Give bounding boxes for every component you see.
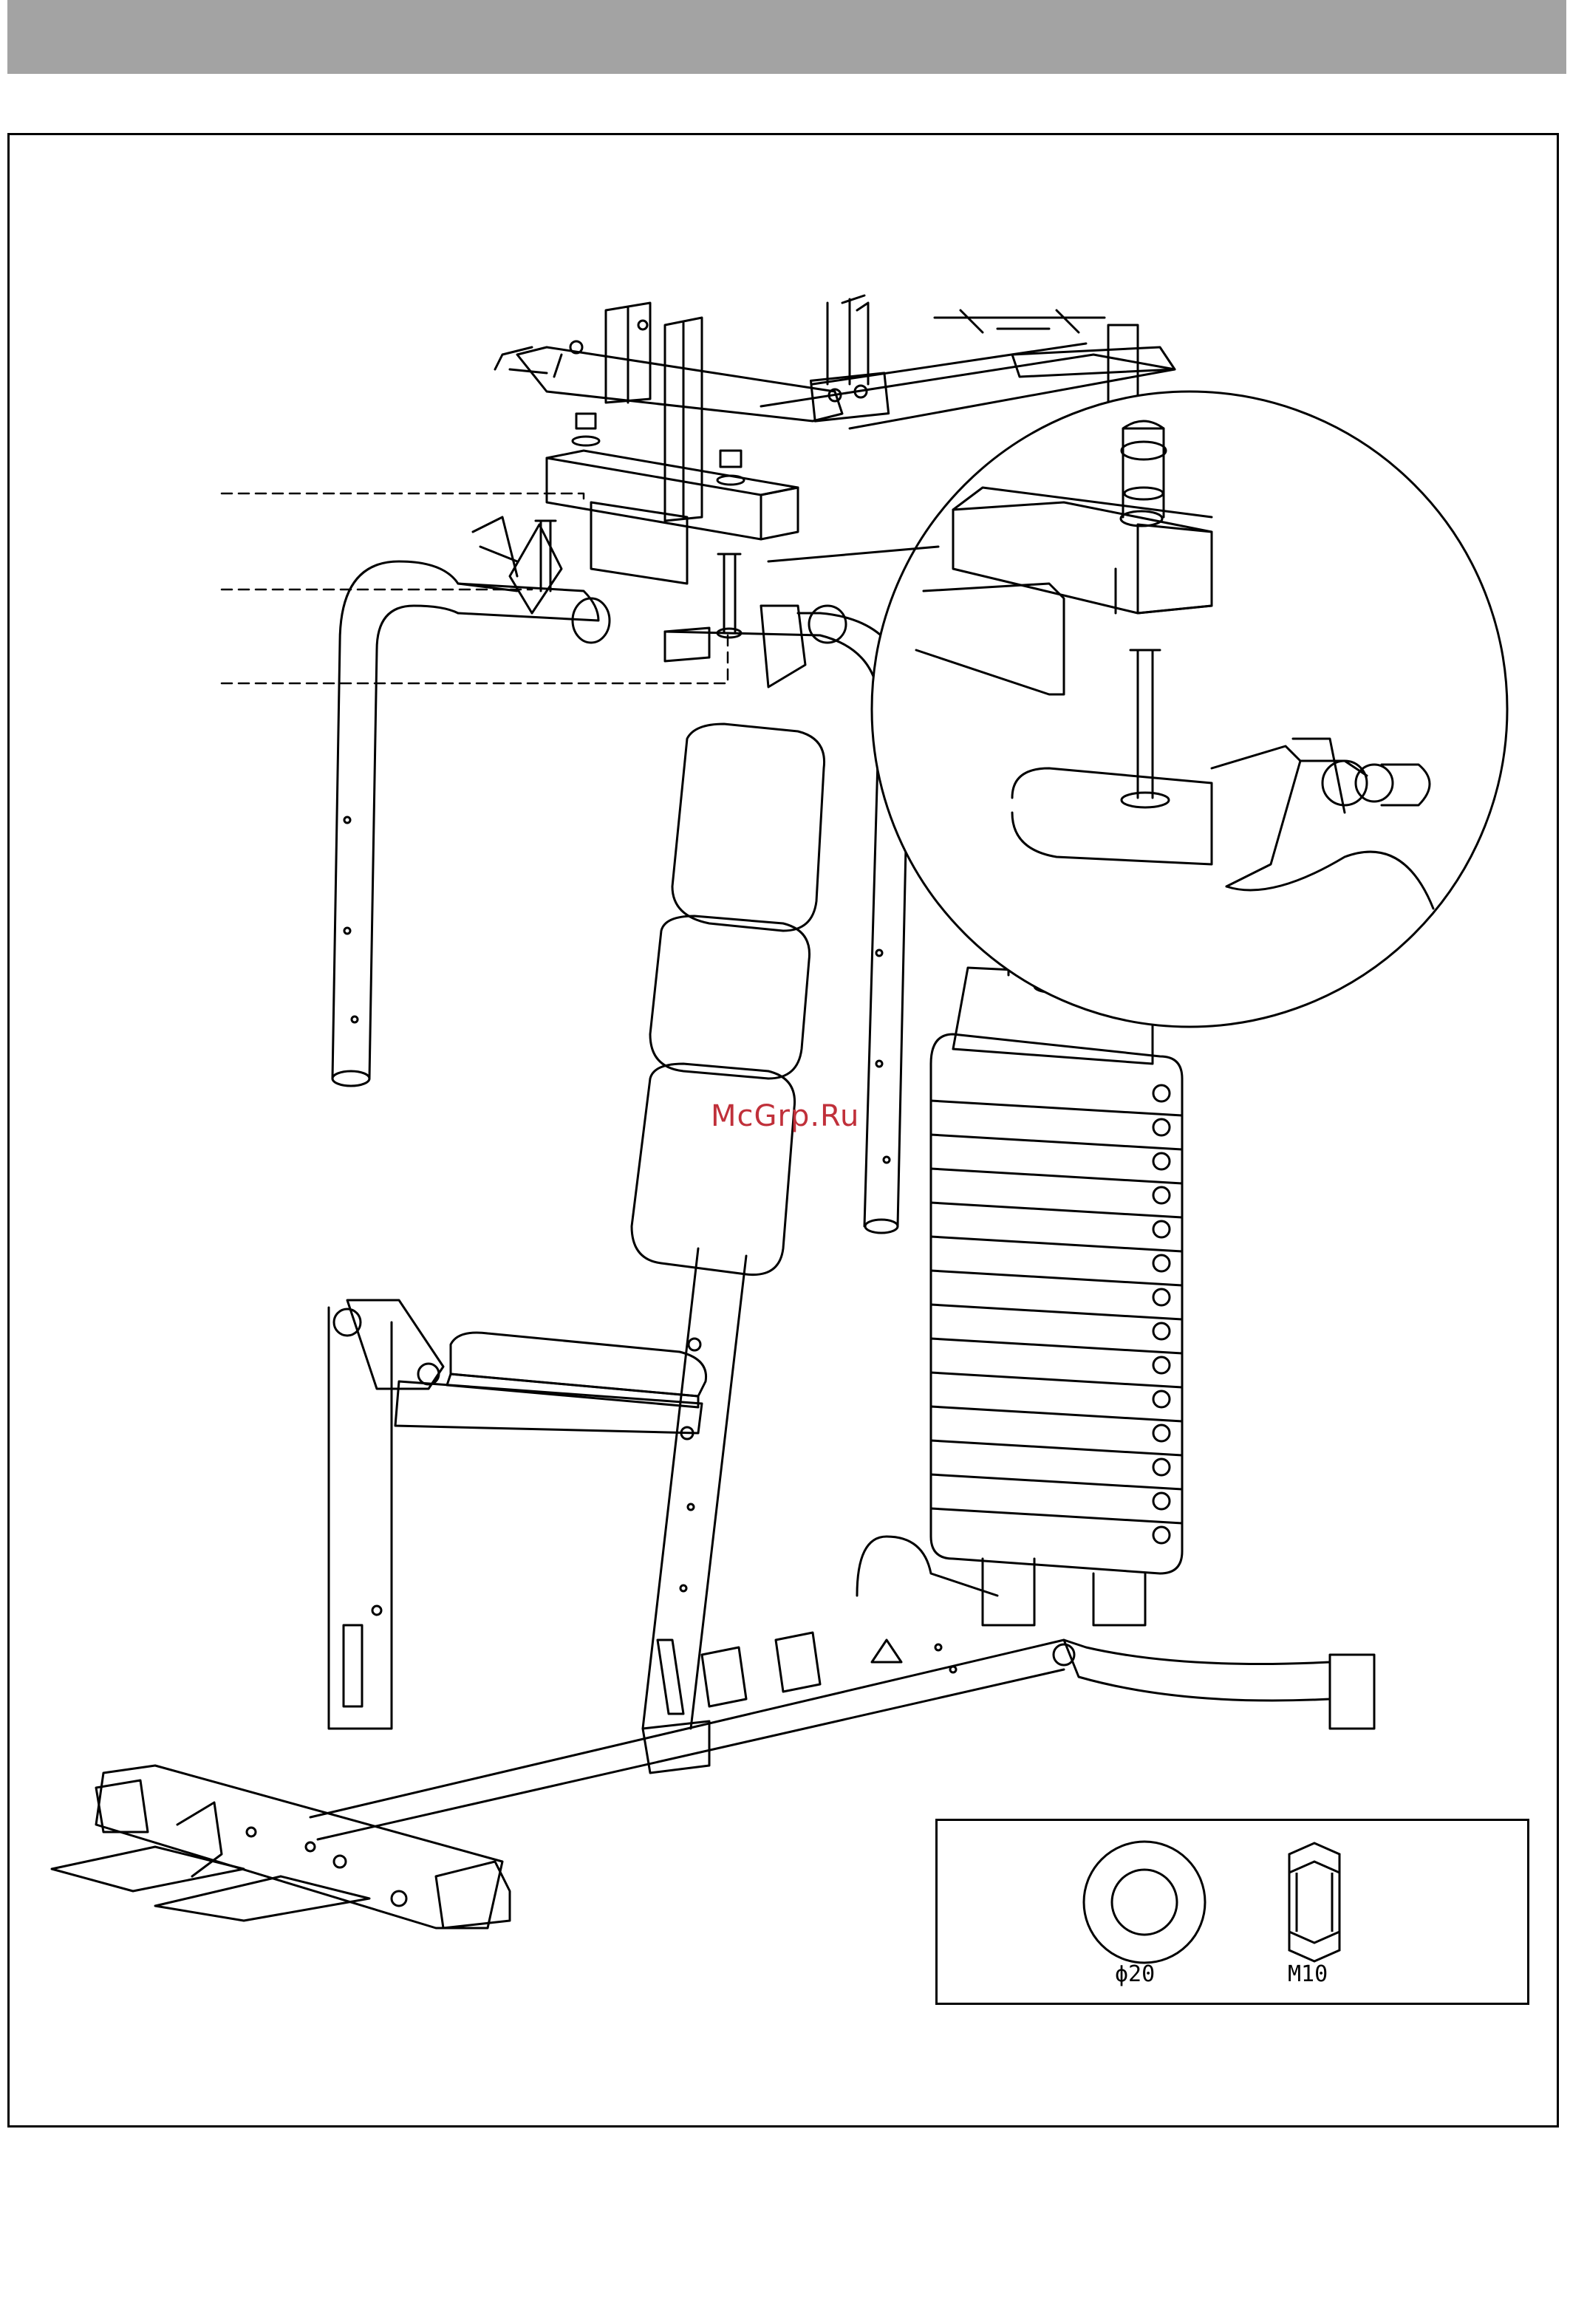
back-pads — [632, 724, 825, 1275]
bolts — [536, 521, 741, 638]
washer-icon — [1084, 1842, 1205, 1963]
nylon-nut-icon — [1289, 1843, 1339, 1961]
seat-post — [643, 1248, 746, 1729]
foot-bar — [52, 1766, 510, 1928]
nut-label: M10 — [1288, 1961, 1328, 1987]
zoom-callout — [768, 392, 1507, 1027]
weight-stack — [931, 960, 1182, 1625]
washer-label: ϕ20 — [1115, 1961, 1155, 1987]
base-frame — [310, 1537, 1374, 1839]
hardware-box: ϕ20 M10 — [935, 1819, 1529, 2005]
watermark: McGrp.Ru — [711, 1099, 859, 1133]
